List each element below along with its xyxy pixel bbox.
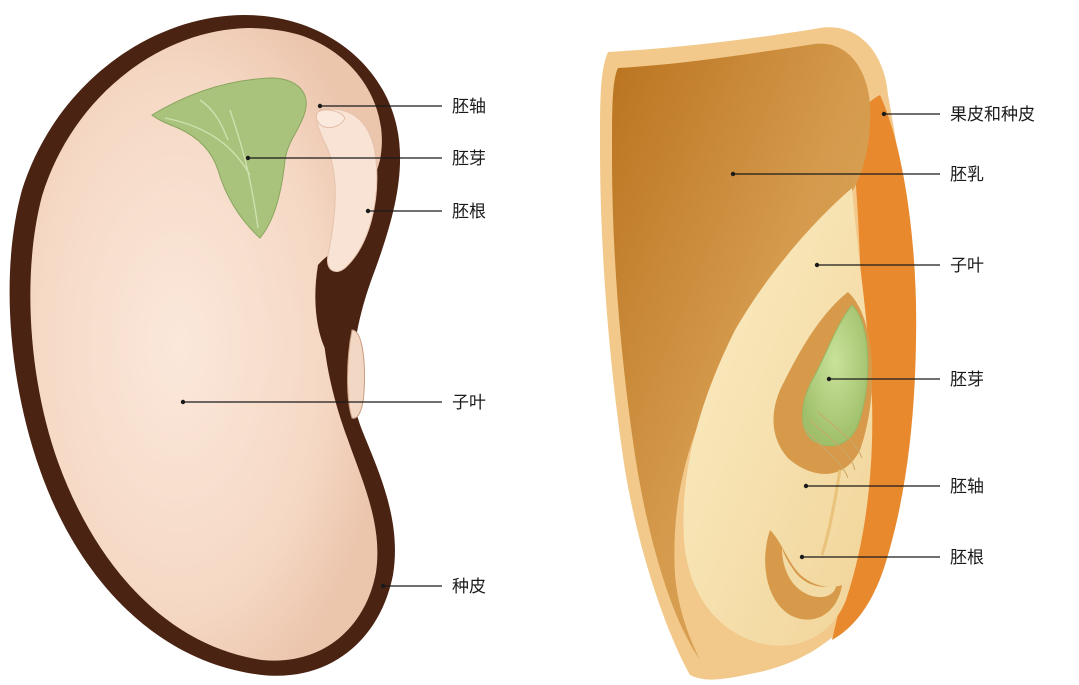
label-bean-plumule: 胚芽 [452,149,486,169]
label-corn-plumule: 胚芽 [950,370,984,390]
label-bean-radicle: 胚根 [452,202,486,222]
bean-label-group: 胚轴 胚芽 胚根 子叶 种皮 [452,97,486,597]
bean-micropyle-flap [348,330,365,418]
label-bean-hypocotyl: 胚轴 [452,97,486,117]
label-bean-seed-coat: 种皮 [452,577,486,597]
label-corn-endosperm: 胚乳 [950,165,984,185]
label-corn-cotyledon: 子叶 [950,256,984,276]
label-corn-pericarp-seed-coat: 果皮和种皮 [950,105,1035,125]
bean-seed [10,15,400,676]
corn-kernel [600,27,916,679]
label-bean-cotyledon: 子叶 [452,393,486,413]
label-corn-radicle: 胚根 [950,548,984,568]
label-corn-hypocotyl: 胚轴 [950,477,984,497]
corn-label-group: 果皮和种皮 胚乳 子叶 胚芽 胚轴 胚根 [950,105,1035,568]
